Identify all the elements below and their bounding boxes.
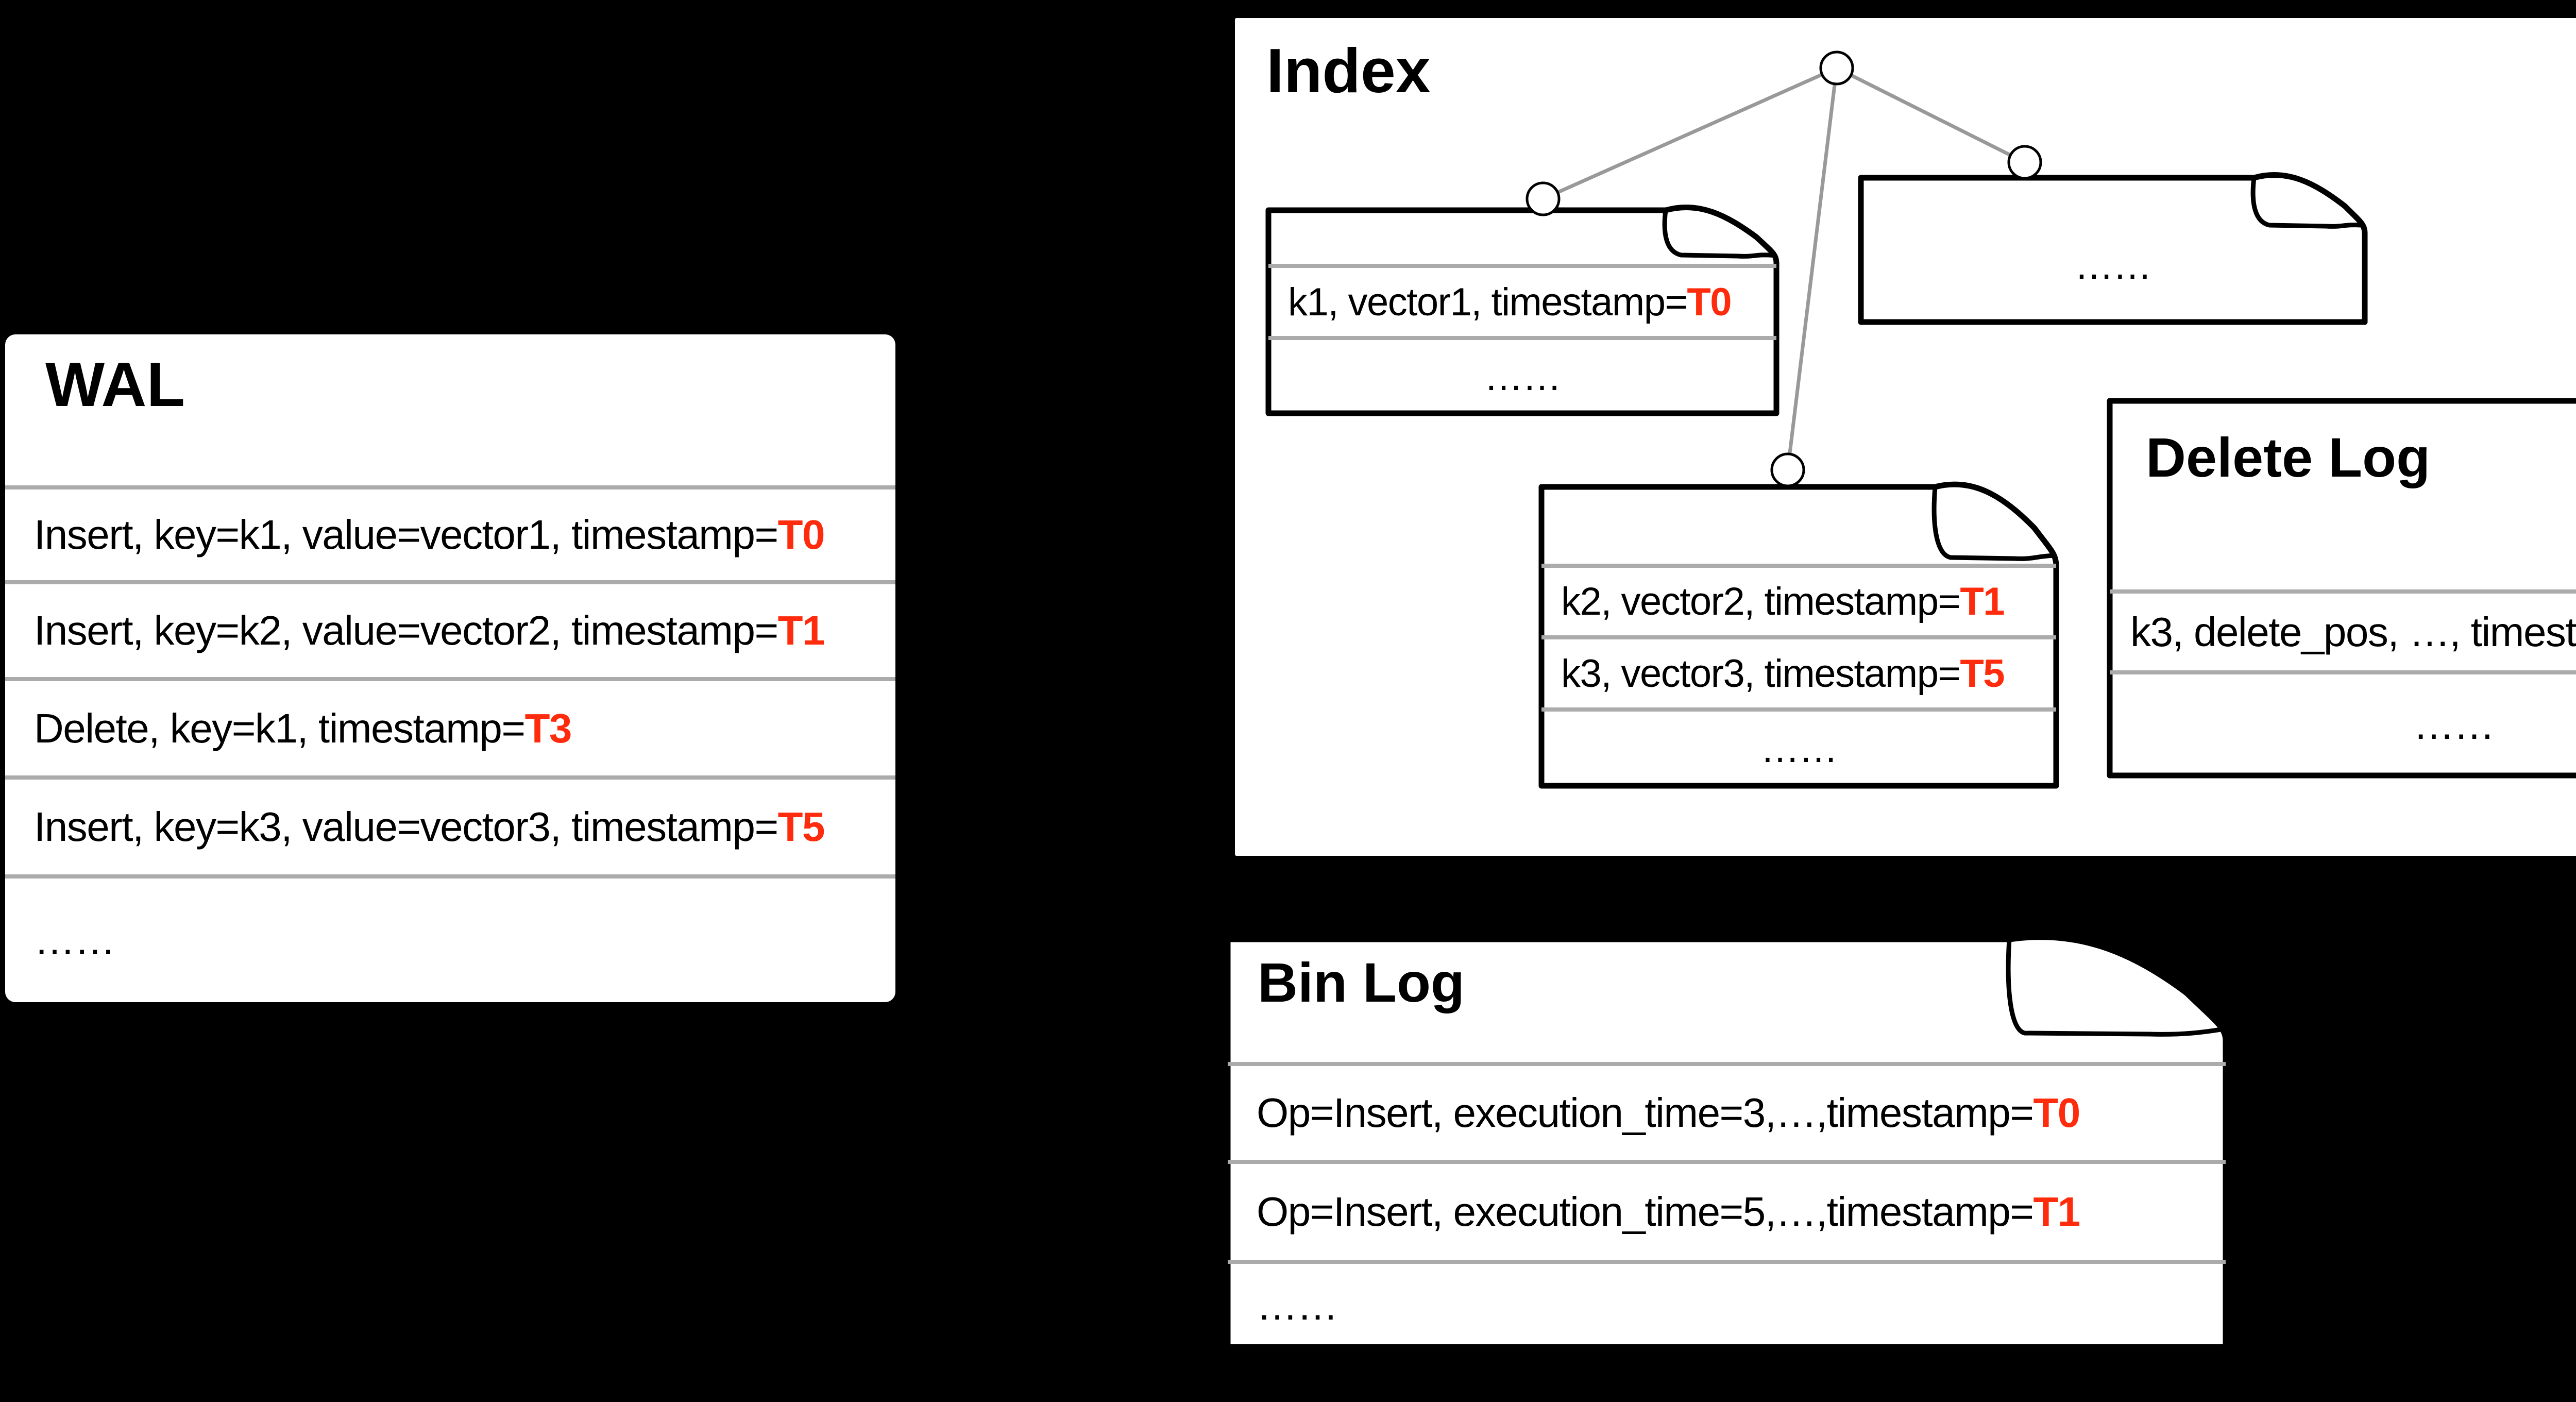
ellipsis-text: ……: [1484, 354, 1562, 399]
divider: [5, 775, 895, 780]
timestamp-value: T3: [524, 705, 572, 751]
divider: [1268, 336, 1776, 340]
timestamp-value: T1: [1960, 580, 2005, 623]
bin-log-panel: Bin Log Op=Insert, execution_time=3,…,ti…: [1225, 934, 2229, 1350]
divider: [1541, 564, 2056, 568]
bin-log-row-text: Op=Insert, execution_time=3,…,timestamp=: [1257, 1090, 2034, 1136]
divider: [1541, 635, 2056, 639]
ellipsis-text: ……: [2413, 702, 2495, 748]
page-outline: [1265, 204, 1780, 416]
delete-log-row: k3, delete_pos, …, timestamp=T3: [2110, 594, 2576, 670]
divider: [1541, 707, 2056, 712]
bin-log-row-text: Op=Insert, execution_time=5,…,timestamp=: [1257, 1189, 2034, 1235]
bin-log-row: Op=Insert, execution_time=3,…,timestamp=…: [1228, 1066, 2226, 1160]
wal-row-text: Insert, key=k2, value=vector2, timestamp…: [34, 607, 778, 653]
ellipsis-text: ……: [34, 917, 116, 963]
folded-corner-icon: [1662, 208, 1775, 259]
document-page-shape: [1225, 934, 2229, 1350]
index-row: k3, vector3, timestamp=T5: [1541, 639, 2056, 707]
wal-panel: WAL Insert, key=k1, value=vector1, times…: [5, 334, 895, 1002]
divider: [1228, 1160, 2226, 1164]
index-row-text: k1, vector1, timestamp=: [1288, 280, 1688, 324]
ellipsis-row: ……: [1268, 340, 1776, 413]
timestamp-value: T5: [1960, 651, 2005, 696]
folded-corner-icon: [1931, 484, 2055, 561]
index-title: Index: [1266, 36, 1431, 106]
delete-log-title: Delete Log: [2146, 426, 2431, 488]
wal-row-text: Delete, key=k1, timestamp=: [34, 705, 526, 751]
index-row: k2, vector2, timestamp=T1: [1541, 568, 2056, 635]
timestamp-value: T0: [777, 512, 825, 558]
delete-log-row-text: k3, delete_pos, …, timestamp=: [2130, 609, 2576, 655]
timestamp-value: T5: [777, 804, 825, 850]
wal-log-row: Insert, key=k1, value=vector1, timestamp…: [5, 489, 895, 580]
page-outline: [2107, 398, 2576, 779]
ellipsis-text: ……: [1760, 727, 1838, 771]
ellipsis-text: ……: [1257, 1282, 1338, 1328]
wal-title: WAL: [45, 349, 185, 419]
bin-log-row: Op=Insert, execution_time=5,…,timestamp=…: [1228, 1164, 2226, 1260]
timestamp-value: T0: [1687, 280, 1732, 324]
document-page-shape: [1265, 204, 1780, 416]
ellipsis-row: ……: [1541, 712, 2056, 786]
wal-log-row: Insert, key=k3, value=vector3, timestamp…: [5, 780, 895, 874]
timestamp-value: T1: [2033, 1189, 2080, 1235]
document-page-shape: [1858, 172, 2368, 325]
divider: [1268, 264, 1776, 268]
timestamp-value: T0: [2033, 1090, 2080, 1136]
divider: [5, 580, 895, 584]
ellipsis-text: ……: [2074, 243, 2153, 288]
divider: [5, 874, 895, 879]
bin-log-title: Bin Log: [1258, 951, 1465, 1014]
wal-log-row: Delete, key=k1, timestamp=T3: [5, 681, 895, 775]
index-row: k1, vector1, timestamp=T0: [1268, 268, 1776, 336]
folded-corner-icon: [2006, 937, 2224, 1037]
divider: [1228, 1062, 2226, 1066]
wal-row-text: Insert, key=k3, value=vector3, timestamp…: [34, 804, 778, 850]
page-outline: [1858, 172, 2368, 325]
divider: [1228, 1260, 2226, 1264]
ellipsis-row: ……: [1228, 1264, 2226, 1347]
index-segment-page-more: ……: [1858, 172, 2368, 325]
divider: [2110, 670, 2576, 674]
wal-row-text: Insert, key=k1, value=vector1, timestamp…: [34, 512, 778, 558]
index-segment-page-k1: k1, vector1, timestamp=T0 ……: [1265, 204, 1780, 416]
index-row-text: k2, vector2, timestamp=: [1561, 580, 1961, 623]
delete-log-panel: Delete Log k3, delete_pos, …, timestamp=…: [2107, 398, 2576, 779]
index-segment-page-k2-k3: k2, vector2, timestamp=T1 k3, vector3, t…: [1538, 481, 2059, 789]
divider: [5, 677, 895, 681]
divider: [5, 485, 895, 489]
index-row-text: k3, vector3, timestamp=: [1561, 651, 1961, 696]
ellipsis-row: ……: [1861, 209, 2365, 322]
ellipsis-row: ……: [2110, 674, 2576, 775]
wal-log-row: Insert, key=k2, value=vector2, timestamp…: [5, 584, 895, 677]
wal-ellipsis-row: ……: [5, 879, 895, 1002]
folded-corner-icon: [2250, 175, 2363, 229]
divider: [2110, 589, 2576, 594]
timestamp-value: T1: [777, 607, 825, 653]
document-page-shape: [2107, 398, 2576, 779]
